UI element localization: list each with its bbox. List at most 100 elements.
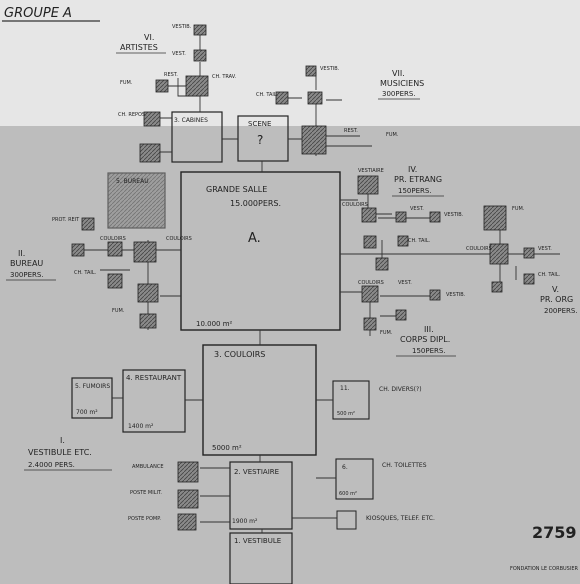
group-name: BUREAU <box>10 259 43 268</box>
room-ch-toilettes: 6. 600 m² CH. TOILETTES <box>335 458 427 500</box>
svg-text:FUM.: FUM. <box>386 132 399 138</box>
small-nodes <box>71 24 535 531</box>
group-capacity: 150PERS. <box>398 187 432 195</box>
svg-text:COULOIRS: COULOIRS <box>100 236 126 242</box>
svg-text:2. VESTIAIRE: 2. VESTIAIRE <box>234 468 279 476</box>
svg-text:10.000 m²: 10.000 m² <box>196 320 233 328</box>
group-name: PR. ETRANG <box>394 175 442 184</box>
room-ch-divers: 11. 500 m² CH. DIVERS(?) <box>332 380 422 420</box>
svg-text:COULOIRS: COULOIRS <box>358 280 384 286</box>
sheet-number: 2759 <box>532 523 577 542</box>
room-grande-salle: GRANDE SALLE 15.000PERS. A. 10.000 m² <box>180 171 341 331</box>
group-number: VII. <box>392 69 405 78</box>
svg-text:CH. DIVERS(?): CH. DIVERS(?) <box>379 386 422 393</box>
svg-text:POSTE POMP.: POSTE POMP. <box>128 516 161 522</box>
svg-text:15.000PERS.: 15.000PERS. <box>230 199 281 208</box>
room-fumoirs: 5. FUMOIRS 700 m² <box>71 377 113 419</box>
svg-text:5000 m²: 5000 m² <box>212 444 242 452</box>
svg-text:COULOIRS: COULOIRS <box>166 236 192 242</box>
svg-text:1. VESTIBULE: 1. VESTIBULE <box>234 537 281 545</box>
svg-text:VEST.: VEST. <box>538 246 552 252</box>
svg-text:REST.: REST. <box>164 72 178 78</box>
svg-text:GRANDE SALLE: GRANDE SALLE <box>206 185 267 194</box>
svg-text:PROT. REIT: PROT. REIT <box>52 217 80 223</box>
svg-text:CH. TAIL.: CH. TAIL. <box>538 272 561 278</box>
svg-text:CH. REPOS.: CH. REPOS. <box>118 112 147 118</box>
paper-lower-strip <box>0 126 580 584</box>
room-bureau: 5. BUREAU <box>107 172 166 229</box>
sheet-number-block: 2759 FONDATION LE CORBUSIER <box>510 523 578 572</box>
svg-text:VEST.: VEST. <box>398 280 412 286</box>
group-label-pr-etrang: IV. PR. ETRANG 150PERS. <box>392 165 444 197</box>
svg-text:VESTIB.: VESTIB. <box>320 66 340 72</box>
svg-text:1400 m²: 1400 m² <box>128 423 154 430</box>
group-number: II. <box>18 249 25 258</box>
footer-text: FONDATION LE CORBUSIER <box>510 566 578 572</box>
svg-text:CH. TOILETTES: CH. TOILETTES <box>382 462 427 469</box>
group-number: V. <box>552 285 559 294</box>
svg-text:6.: 6. <box>342 464 348 471</box>
svg-text:CH. TAIL.: CH. TAIL. <box>256 92 279 98</box>
room-couloirs: 3. COULOIRS 5000 m² <box>202 344 317 456</box>
group-capacity: 200PERS. <box>544 307 578 315</box>
room-scene: SCENE ? <box>237 115 289 162</box>
group-name: CORPS DIPL. <box>400 335 450 344</box>
svg-text:CH. TRAV.: CH. TRAV. <box>212 74 237 80</box>
svg-text:VESTIB.: VESTIB. <box>444 212 464 218</box>
svg-text:VESTIB.: VESTIB. <box>446 292 466 298</box>
group-number: I. <box>60 436 65 445</box>
group-name: PR. ORG <box>540 295 573 304</box>
title-group: GROUPE A <box>2 6 100 22</box>
svg-text:FUM.: FUM. <box>512 206 525 212</box>
group-label-artistes: VI. ARTISTES <box>116 33 166 54</box>
group-label-bureau: II. BUREAU 300PERS. <box>6 249 56 281</box>
svg-text:600 m²: 600 m² <box>339 491 357 497</box>
svg-text:3. COULOIRS: 3. COULOIRS <box>214 350 265 359</box>
svg-text:A.: A. <box>248 231 261 246</box>
svg-text:COULOIRS: COULOIRS <box>342 202 368 208</box>
small-annotations: VESTIB. VEST. FUM. REST. CH. TRAV. CH. R… <box>52 24 561 522</box>
svg-text:CH. TAIL.: CH. TAIL. <box>408 238 431 244</box>
svg-text:KIOSQUES, TELEF. ETC.: KIOSQUES, TELEF. ETC. <box>366 515 435 522</box>
group-capacity: 300PERS. <box>10 271 44 279</box>
room-kiosques: KIOSQUES, TELEF. ETC. <box>336 510 435 530</box>
svg-text:FUM.: FUM. <box>112 308 125 314</box>
svg-text:11.: 11. <box>340 385 350 392</box>
group-name: MUSICIENS <box>380 79 424 88</box>
svg-text:1900 m²: 1900 m² <box>232 518 258 525</box>
group-capacity: 2.4000 PERS. <box>28 461 75 469</box>
group-name: VESTIBULE ETC. <box>28 448 92 457</box>
group-label-musiciens: VII. MUSICIENS 300PERS. <box>378 69 424 100</box>
svg-text:VESTIAIRE: VESTIAIRE <box>358 168 384 174</box>
group-capacity: 300PERS. <box>382 90 416 98</box>
svg-text:FUM.: FUM. <box>120 80 133 86</box>
svg-text:POSTE MILIT.: POSTE MILIT. <box>130 490 162 496</box>
group-name: ARTISTES <box>120 43 158 52</box>
group-label-pr-v: V. PR. ORG 200PERS. <box>540 285 578 315</box>
room-restaurant: 4. RESTAURANT 1400 m² <box>122 369 186 433</box>
group-label-corps-dipl: III. CORPS DIPL. 150PERS. <box>396 325 456 357</box>
group-label-vestibule: I. VESTIBULE ETC. 2.4000 PERS. <box>24 436 112 471</box>
svg-text:REST.: REST. <box>344 128 358 134</box>
svg-text:700 m²: 700 m² <box>76 409 98 416</box>
room-vestiaire: 2. VESTIAIRE 1900 m² <box>229 461 293 530</box>
svg-text:VEST.: VEST. <box>172 51 186 57</box>
svg-text:COULOIRS: COULOIRS <box>466 246 492 252</box>
connection-lines <box>84 30 560 533</box>
room-cabines: 3. CABINES <box>171 111 223 163</box>
svg-text:5. BUREAU: 5. BUREAU <box>116 178 149 185</box>
group-number: III. <box>424 325 434 334</box>
svg-text:5. FUMOIRS: 5. FUMOIRS <box>75 383 110 390</box>
group-capacity: 150PERS. <box>412 347 446 355</box>
svg-text:500 m²: 500 m² <box>337 411 355 417</box>
group-number: VI. <box>144 33 154 42</box>
svg-text:?: ? <box>257 133 263 147</box>
svg-text:4. RESTAURANT: 4. RESTAURANT <box>126 374 182 382</box>
group-number: IV. <box>408 165 417 174</box>
diagram-title: GROUPE A <box>4 6 72 21</box>
svg-text:CH. TAIL.: CH. TAIL. <box>74 270 97 276</box>
svg-text:AMBULANCE: AMBULANCE <box>132 464 164 470</box>
svg-text:SCENE: SCENE <box>248 120 271 128</box>
